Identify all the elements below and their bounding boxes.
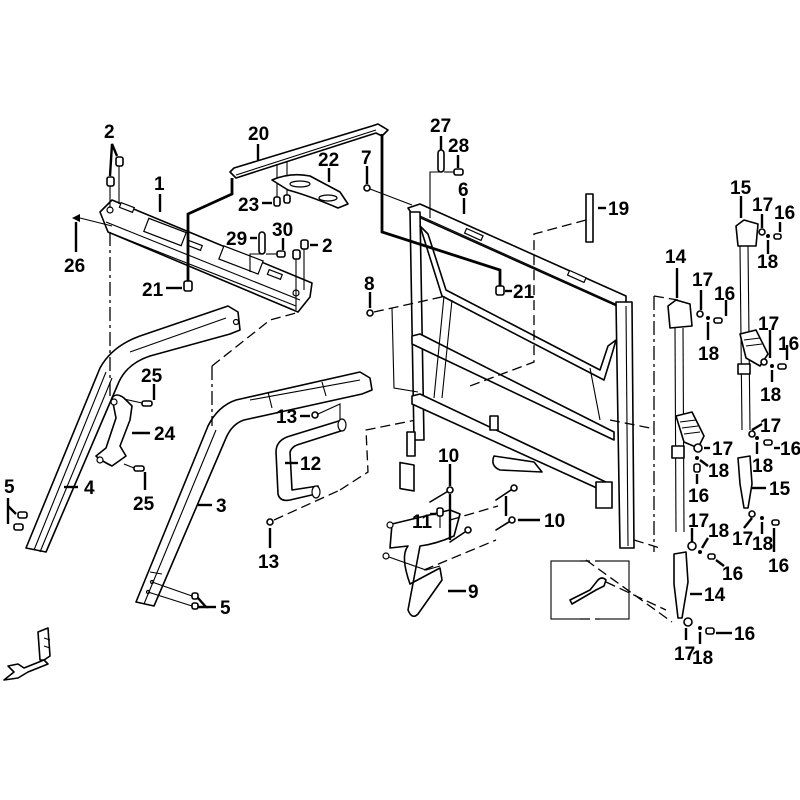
callout-30: 30 — [272, 220, 293, 241]
callout-25-lower: 25 — [133, 494, 155, 515]
part-13-screws — [266, 403, 341, 548]
callout-16-e: 16 — [780, 439, 800, 460]
callout-20: 20 — [248, 124, 269, 145]
callout-3: 3 — [216, 496, 227, 517]
callout-15-lower: 15 — [769, 479, 791, 500]
callout-13-lower: 13 — [258, 552, 279, 573]
part-24-handle — [95, 394, 150, 467]
callout-17-g: 17 — [688, 511, 709, 532]
callout-17-f: 17 — [732, 529, 753, 550]
part-22-bracket — [271, 168, 349, 209]
callout-17-d: 17 — [712, 439, 733, 460]
callout-18-c: 18 — [760, 385, 781, 406]
callout-17-e: 17 — [760, 416, 781, 437]
part-28-clip — [444, 155, 464, 176]
callout-1: 1 — [154, 174, 165, 195]
callout-9: 9 — [468, 582, 479, 603]
callout-29: 29 — [226, 229, 247, 250]
callout-27: 27 — [430, 116, 451, 137]
callout-16-h: 16 — [734, 624, 755, 645]
part-21-nut-header — [166, 178, 234, 292]
callout-11: 11 — [412, 512, 433, 533]
callout-5-right: 5 — [220, 598, 231, 619]
hardware-group-upper-right — [758, 214, 782, 254]
callout-17-h: 17 — [674, 644, 695, 665]
callout-18-d: 18 — [708, 461, 729, 482]
callout-5-left: 5 — [4, 477, 15, 498]
callout-17-b: 17 — [692, 270, 713, 291]
callout-7: 7 — [361, 148, 372, 169]
hardware-group-lower-right — [743, 510, 780, 552]
callout-6: 6 — [458, 180, 469, 201]
part-29-pin — [249, 231, 266, 272]
part-30-clip — [266, 238, 286, 258]
callout-16-f: 16 — [768, 556, 789, 577]
part-3-right-pillar — [135, 371, 373, 607]
callout-16-b: 16 — [714, 284, 735, 305]
hardware-group-mid-left — [693, 443, 710, 484]
callout-8: 8 — [364, 274, 375, 295]
hardware-group-upper-left — [696, 290, 728, 340]
callout-15-upper: 15 — [730, 178, 752, 199]
callout-16-g: 16 — [722, 564, 743, 585]
callout-2-right: 2 — [322, 236, 333, 257]
callout-18-b: 18 — [698, 344, 719, 365]
callout-24: 24 — [154, 424, 176, 445]
part-14-seatbelt-left — [667, 268, 705, 619]
part-21-nut-frame — [495, 285, 512, 296]
callout-22: 22 — [318, 150, 339, 171]
part-9-step-handle — [382, 509, 466, 618]
callout-18-g: 18 — [708, 521, 729, 542]
part-5-bolts-left — [6, 498, 28, 531]
callout-26: 26 — [64, 256, 85, 277]
part-5-bolts-right — [147, 581, 216, 610]
part-15-seatbelt-right — [735, 196, 769, 509]
part-26-rivet — [72, 214, 113, 252]
hardware-group-mid-right — [760, 330, 789, 382]
callout-14-lower: 14 — [704, 585, 726, 606]
callout-18-h: 18 — [692, 648, 713, 669]
callout-14-upper: 14 — [665, 247, 687, 268]
part-25-screws — [123, 384, 156, 490]
part-7-screw — [363, 166, 413, 206]
part-1-header-panel — [99, 199, 313, 313]
callout-23: 23 — [238, 195, 259, 216]
callout-18-f: 18 — [752, 534, 773, 555]
part-20-upper-rail — [229, 123, 389, 179]
callout-28: 28 — [448, 136, 469, 157]
part-2-bolts-left — [106, 143, 124, 208]
callout-25-upper: 25 — [141, 366, 163, 387]
callout-13-upper: 13 — [276, 407, 297, 428]
hardware-group-bottom — [683, 617, 732, 644]
callout-21-frame: 21 — [513, 282, 535, 303]
part-8-screw — [366, 292, 447, 393]
part-11-nut — [430, 507, 444, 528]
callout-17-c: 17 — [758, 314, 779, 335]
callout-16-d: 16 — [688, 486, 709, 507]
front-direction-arrow-icon — [3, 627, 51, 681]
hardware-group-right-lower-belt — [748, 422, 780, 454]
callout-16-a: 16 — [774, 203, 795, 224]
detail-inset-box — [550, 559, 667, 621]
callout-10-upper: 10 — [438, 446, 459, 467]
part-19-label — [469, 193, 606, 387]
part-6-rear-frame — [399, 198, 635, 549]
part-2-bolts-right — [292, 239, 318, 310]
hardware-group-lower-mid — [687, 528, 725, 567]
callout-2-left: 2 — [104, 122, 115, 143]
callout-16-c: 16 — [778, 334, 799, 355]
callout-10-right: 10 — [544, 511, 565, 532]
callout-19: 19 — [608, 199, 629, 220]
callout-18-a: 18 — [757, 252, 778, 273]
callout-12: 12 — [300, 454, 321, 475]
part-12-grab-handle — [275, 418, 347, 502]
callout-4: 4 — [84, 478, 95, 499]
part-4-left-pillar — [25, 305, 241, 553]
callout-18-e: 18 — [752, 456, 773, 477]
callout-21-header: 21 — [142, 280, 164, 301]
callout-17-a: 17 — [752, 195, 773, 216]
part-10-bolts — [423, 464, 540, 571]
part-27-pin — [429, 136, 445, 218]
